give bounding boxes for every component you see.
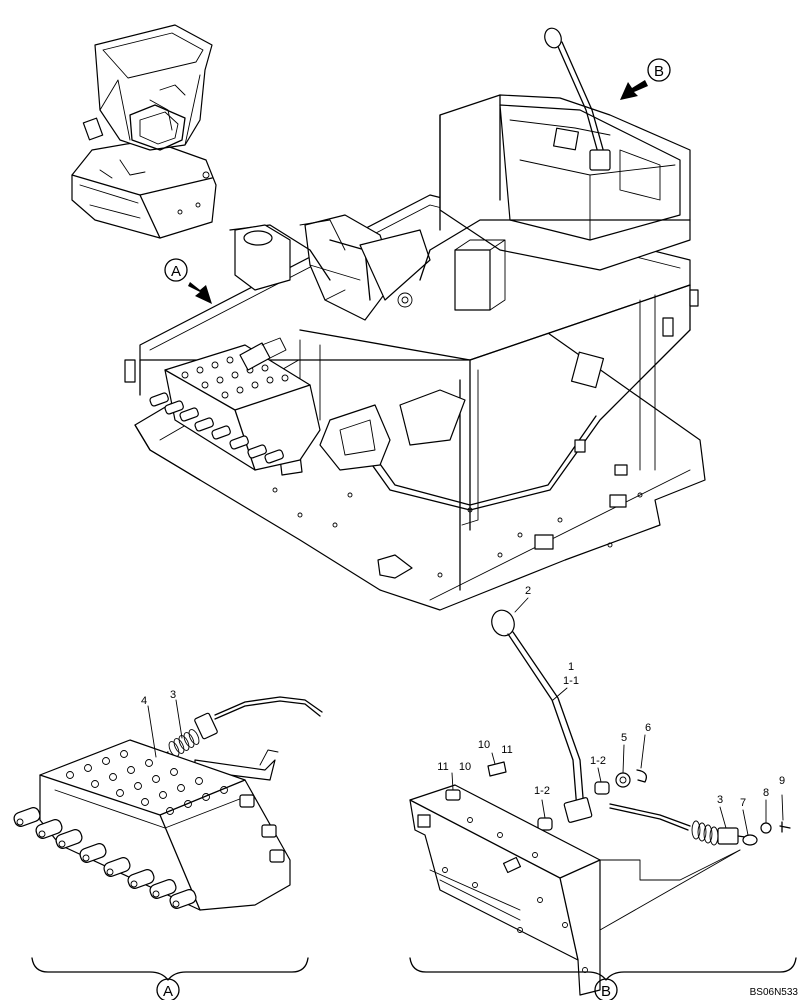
part-label-8: 8 [763,787,769,799]
part-label-7: 7 [740,797,746,809]
view-a-indicator: A [164,258,212,304]
detail-view-b: 2 1 1-1 1-2 1-2 5 6 11 10 10 11 3 7 8 9 … [409,585,797,1000]
part-label-5: 5 [621,732,627,744]
main-frame-assembly [124,27,706,611]
excavator-thumbnail [71,24,217,239]
part-label-1-1: 1-1 [563,675,579,687]
part-label-1-2-lower: 1-2 [534,785,550,797]
part-label-11-left: 11 [437,761,448,773]
part-label-9: 9 [779,775,785,787]
part-label-1: 1 [568,661,574,673]
view-a-label: A [163,983,173,1000]
part-label-10-left: 10 [459,761,471,773]
part-label-3-b: 3 [717,794,723,806]
view-b-indicator: B [620,58,671,100]
drawing-code: BS06N533 [750,987,799,998]
view-b-label: B [601,983,611,1000]
part-label-4: 4 [141,695,147,707]
part-label-3: 3 [170,689,176,701]
view-b-callout: B [654,63,664,80]
part-label-11-right: 11 [501,744,512,756]
detail-view-a: 4 3 A [13,689,323,1000]
part-label-10-right: 10 [478,739,490,751]
part-label-2: 2 [525,585,531,597]
part-label-1-2-upper: 1-2 [590,755,606,767]
view-a-callout: A [171,263,181,280]
part-label-6: 6 [645,722,651,734]
control-valve-main [149,337,321,471]
